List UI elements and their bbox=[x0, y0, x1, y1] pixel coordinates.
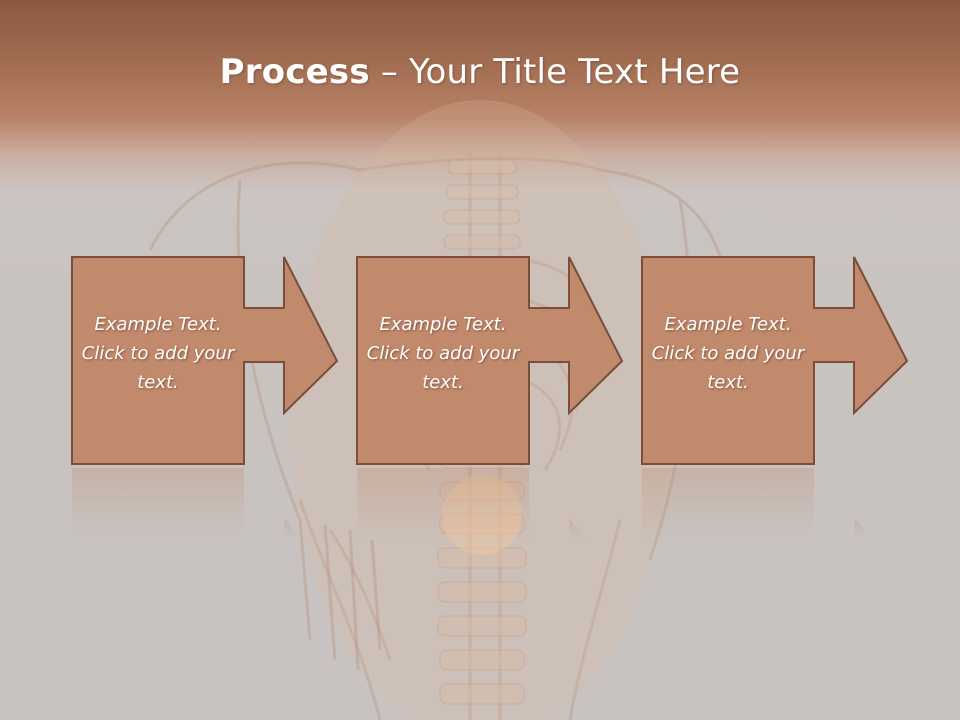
step-text: Example Text. Click to add your text. bbox=[366, 314, 520, 393]
slide-title: Process – Your Title Text Here bbox=[0, 52, 960, 92]
process-step-1[interactable]: Example Text. Click to add your text. bbox=[71, 256, 341, 538]
header-band bbox=[0, 0, 960, 190]
step-text: Example Text. Click to add your text. bbox=[651, 314, 805, 393]
title-separator: – bbox=[369, 52, 410, 92]
process-step-2[interactable]: Example Text. Click to add your text. bbox=[356, 256, 626, 538]
arrow-box-shape bbox=[71, 256, 339, 465]
arrow-box-shape bbox=[356, 256, 624, 465]
step-text: Example Text. Click to add your text. bbox=[81, 314, 235, 393]
process-step-3[interactable]: Example Text. Click to add your text. bbox=[641, 256, 911, 538]
title-text: Your Title Text Here bbox=[409, 52, 741, 92]
step-reflection bbox=[72, 468, 301, 538]
arrow-box-shape bbox=[641, 256, 909, 465]
step-reflection bbox=[357, 468, 586, 538]
step-reflection bbox=[642, 468, 871, 538]
title-bold: Process bbox=[219, 52, 370, 92]
